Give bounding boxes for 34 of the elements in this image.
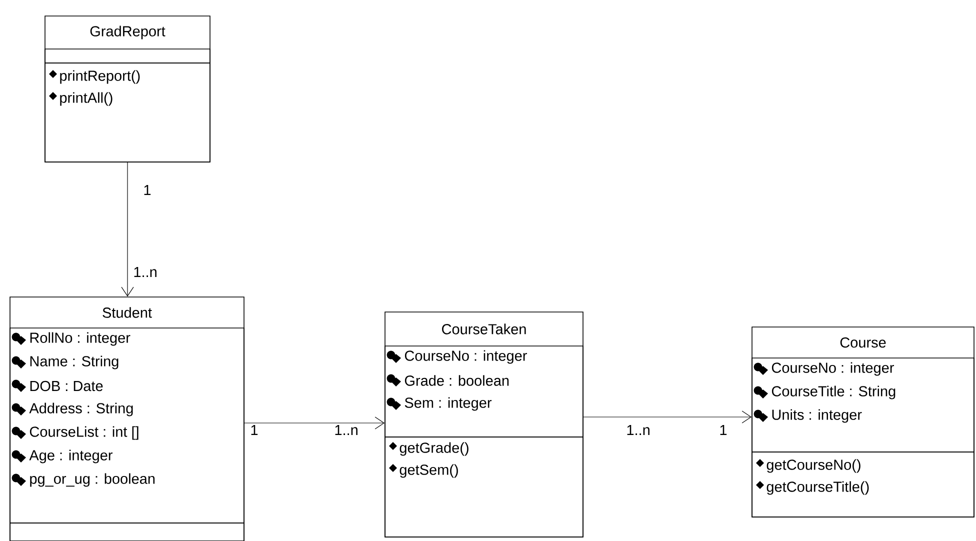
attribute-text: CourseTitle : String — [772, 386, 896, 400]
association-arrow — [244, 416, 385, 430]
attribute-text: Grade : boolean — [404, 375, 509, 386]
method-text: getCourseTitle() — [766, 481, 869, 495]
multiplicity-label: 1 — [720, 425, 727, 435]
multiplicity-label: 1 — [251, 425, 258, 435]
attribute-text: DOB : Date — [30, 380, 103, 392]
attribute-text: CourseNo : integer — [772, 362, 894, 376]
attribute-text: CourseNo : integer — [404, 350, 527, 364]
multiplicity-label: 1..n — [335, 425, 358, 435]
attribute-text: CourseList : int [] — [30, 426, 138, 440]
method-text: getSem() — [400, 464, 458, 478]
attribute-text: Sem : integer — [404, 397, 492, 411]
multiplicity-label: 1..n — [627, 425, 650, 435]
attribute-text: Age : integer — [29, 450, 113, 464]
method-text: getCourseNo() — [766, 459, 860, 473]
method-text: getGrade() — [400, 442, 468, 456]
compartment — [10, 522, 244, 541]
attribute-text: RollNo : integer — [30, 332, 130, 346]
attribute-text: pg_or_ug : boolean — [30, 473, 155, 487]
attribute-text: Address : String — [29, 402, 133, 416]
method-text: printAll() — [60, 92, 112, 106]
multiplicity-label: 1..n — [134, 267, 156, 277]
compartment — [44, 48, 210, 64]
class-name: Student — [102, 307, 152, 318]
multiplicity-label: 1 — [144, 185, 151, 195]
association-arrow — [583, 410, 752, 424]
class-name: CourseTaken — [442, 324, 526, 334]
class-name: GradReport — [90, 26, 166, 40]
class-name: Course — [840, 337, 886, 348]
method-text: printReport() — [60, 70, 140, 84]
attribute-text: Units : integer — [772, 409, 862, 423]
attribute-text: Name : String — [30, 356, 118, 370]
association-arrow — [121, 162, 134, 297]
